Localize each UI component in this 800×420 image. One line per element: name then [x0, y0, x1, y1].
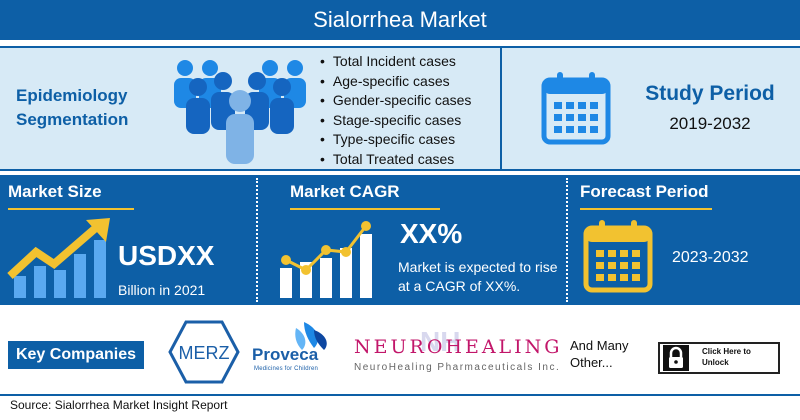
market-cagr-value: XX% [400, 218, 463, 249]
people-group-icon [174, 60, 306, 164]
source-text: Source: Sialorrhea Market Insight Report [10, 398, 228, 412]
list-item: Type-specific cases [318, 130, 498, 150]
forecast-years: 2023-2032 [672, 249, 749, 266]
list-item: Stage-specific cases [318, 111, 498, 131]
list-item: Age-specific cases [318, 72, 498, 92]
bar-chart-icon [280, 221, 372, 298]
market-size-sub: Billion in 2021 [118, 282, 206, 298]
neurohealing-tagline: NeuroHealing Pharmaceuticals Inc. [354, 362, 561, 373]
page-title: Sialorrhea Market [0, 0, 800, 40]
market-size-value: USDXX [118, 240, 215, 271]
calendar-icon [583, 220, 653, 293]
market-size-title: Market Size [8, 182, 102, 201]
forecast-title: Forecast Period [580, 182, 709, 201]
more-companies-text: And Many Other... [570, 338, 629, 370]
list-item: Total Incident cases [318, 52, 498, 72]
proveca-tagline: Medicines for Children [254, 366, 319, 372]
study-period-panel [502, 48, 800, 169]
title-underline [580, 208, 712, 210]
divider [566, 178, 568, 302]
neurohealing-name: NeuroHealing [354, 336, 563, 358]
title-underline [8, 208, 134, 210]
merz-logo: MERZ [168, 320, 240, 384]
proveca-name: Proveca [252, 345, 319, 364]
epidemiology-title: Epidemiology Segmentation [16, 86, 129, 129]
epidemiology-list: Total Incident cases Age-specific cases … [318, 52, 498, 169]
proveca-logo-icon [295, 322, 327, 350]
growth-chart-icon [7, 218, 110, 298]
study-period-title: Study Period [645, 82, 775, 105]
source-divider [0, 394, 800, 396]
study-period-years: 2019-2032 [669, 114, 751, 133]
metrics-band [0, 175, 800, 305]
key-companies-label: Key Companies [8, 341, 144, 369]
list-item: Total Treated cases [318, 150, 498, 170]
calendar-icon [541, 72, 611, 145]
merz-logo-text: MERZ [179, 343, 230, 363]
lock-icon [663, 345, 689, 371]
market-cagr-title: Market CAGR [290, 182, 400, 201]
neurohealing-mark: NH [420, 326, 461, 357]
list-item: Gender-specific cases [318, 91, 498, 111]
market-cagr-sub: Market is expected to rise at a CAGR of … [398, 259, 558, 294]
title-underline [290, 208, 440, 210]
divider [256, 178, 258, 302]
unlock-button-label[interactable]: Click Here to Unlock [702, 347, 751, 367]
